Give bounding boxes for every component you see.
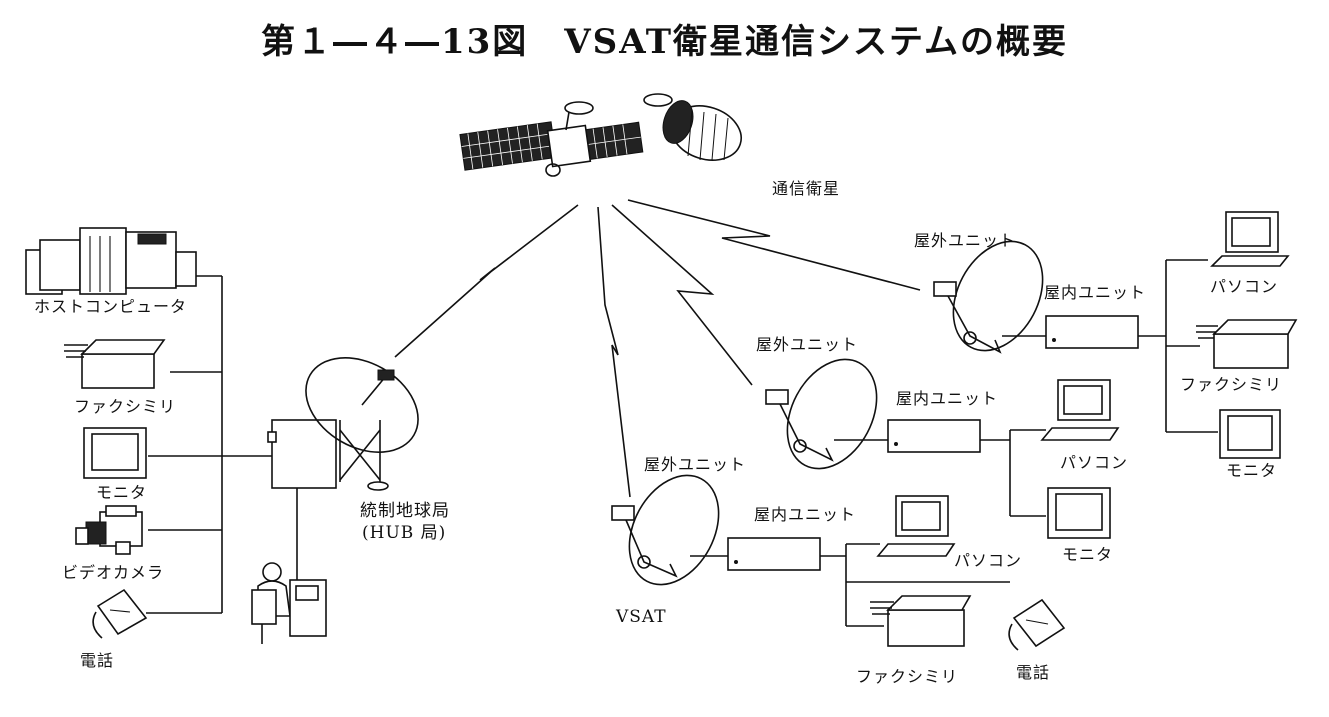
radio-links (394, 199, 921, 498)
hub-connection-lines (146, 275, 298, 614)
fax-top-label: ファクシミリ (1180, 375, 1283, 394)
indoor-unit-mid-label: 屋内ユニット (896, 389, 999, 408)
pc-top-label: パソコン (1210, 277, 1279, 296)
video-camera-icon (75, 505, 143, 555)
outdoor-unit-top-icon (933, 240, 1044, 354)
fax-low-label: ファクシミリ (856, 667, 959, 686)
monitor-mid-label: モニタ (1062, 545, 1114, 564)
indoor-unit-top-icon (1045, 315, 1139, 349)
pc-low-label: パソコン (954, 551, 1023, 570)
indoor-unit-mid-icon (887, 419, 981, 453)
satellite-icon (459, 93, 742, 177)
video-camera-label: ビデオカメラ (62, 563, 165, 582)
monitor-top-label: モニタ (1226, 461, 1278, 480)
pc-low-icon (876, 495, 956, 557)
outdoor-unit-low-icon (611, 474, 720, 586)
satellite-label: 通信衛星 (772, 179, 841, 198)
pc-top-icon (1210, 211, 1290, 267)
phone-low-icon (1008, 598, 1066, 651)
outdoor-unit-top-label: 屋外ユニット (914, 231, 1017, 250)
fax-top-icon (1196, 319, 1298, 369)
fax-low-icon (870, 595, 972, 647)
vsat-label: VSAT (616, 607, 667, 627)
indoor-unit-low-label: 屋内ユニット (754, 505, 857, 524)
operator-icon (251, 562, 327, 644)
hub-label-line1: 統制地球局 (360, 501, 450, 521)
pc-mid-icon (1040, 379, 1120, 441)
host-computer-label: ホストコンピュータ (34, 297, 188, 316)
monitor-left-label: モニタ (96, 483, 148, 502)
fax-left-label: ファクシミリ (74, 397, 177, 416)
indoor-unit-low-icon (727, 537, 821, 571)
outdoor-unit-mid-icon (765, 358, 878, 470)
hub-station-icon (267, 357, 419, 491)
pc-mid-label: パソコン (1060, 453, 1129, 472)
host-computer-icon (25, 227, 197, 295)
phone-left-label: 電話 (80, 651, 115, 670)
outdoor-unit-low-label: 屋外ユニット (644, 455, 747, 474)
monitor-mid-icon (1047, 487, 1111, 539)
monitor-left-icon (83, 427, 147, 479)
outdoor-unit-mid-label: 屋外ユニット (756, 335, 859, 354)
hub-label-line2: (HUB 局) (362, 523, 447, 543)
figure-title: 第１―４―13図 VSAT衛星通信システムの概要 (260, 22, 1069, 62)
indoor-unit-top-label: 屋内ユニット (1044, 283, 1147, 302)
phone-left-icon (92, 588, 148, 639)
monitor-top-icon (1219, 409, 1281, 459)
fax-left-icon (64, 339, 166, 389)
phone-low-label: 電話 (1016, 663, 1051, 682)
